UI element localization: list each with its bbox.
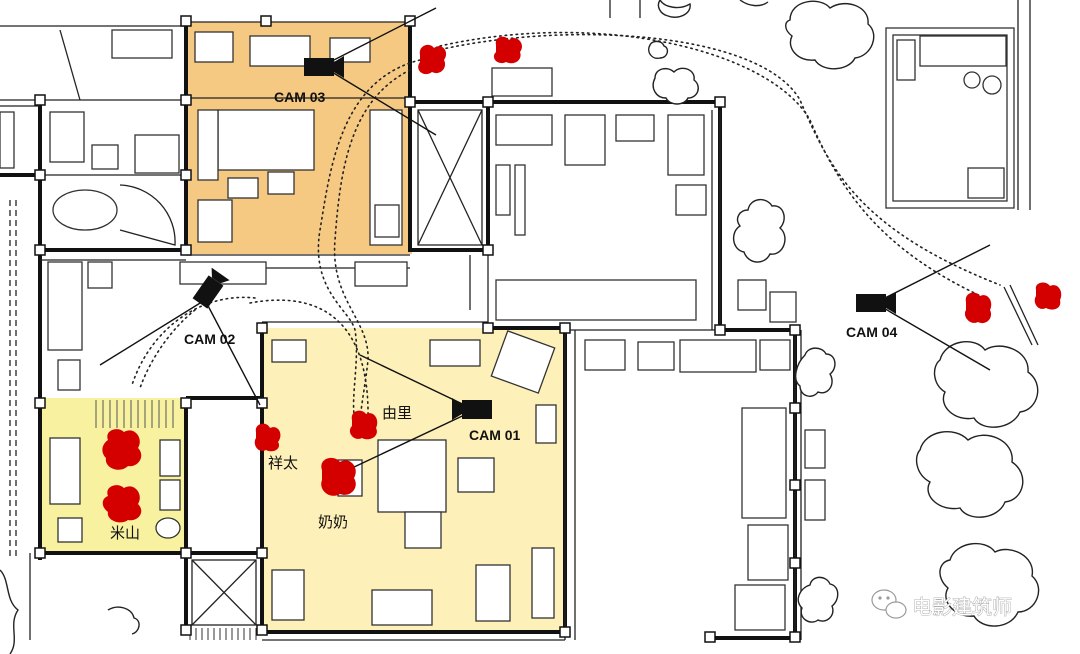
camera-icon bbox=[452, 398, 492, 420]
cam04-label: CAM 04 bbox=[846, 324, 898, 340]
hatch-strip-bottom bbox=[189, 628, 257, 640]
hatch-strip bbox=[95, 400, 174, 428]
cam01-label: CAM 01 bbox=[469, 427, 521, 443]
blood-marker-icon bbox=[102, 36, 1062, 523]
column-posts bbox=[34, 15, 801, 643]
wechat-logo-icon bbox=[871, 589, 907, 619]
cam03-label: CAM 03 bbox=[274, 89, 326, 105]
camera-sight-lines bbox=[99, 7, 991, 469]
walk-paths bbox=[131, 31, 1001, 421]
camera-icon bbox=[192, 267, 230, 309]
furniture bbox=[0, 27, 1015, 631]
thin-lines bbox=[0, 0, 1039, 641]
camera-icon bbox=[856, 292, 896, 314]
person-label-yoneyama: 米山 bbox=[110, 524, 140, 542]
person-label-shota: 祥太 bbox=[268, 454, 298, 472]
watermark-text: 电影建筑师 bbox=[912, 595, 1012, 619]
tree-icon bbox=[0, 0, 1040, 654]
camera-icon bbox=[304, 56, 344, 78]
cam02-label: CAM 02 bbox=[184, 331, 236, 347]
person-label-yuri: 由里 bbox=[382, 404, 412, 422]
person-label-grandma: 奶奶 bbox=[318, 513, 348, 531]
